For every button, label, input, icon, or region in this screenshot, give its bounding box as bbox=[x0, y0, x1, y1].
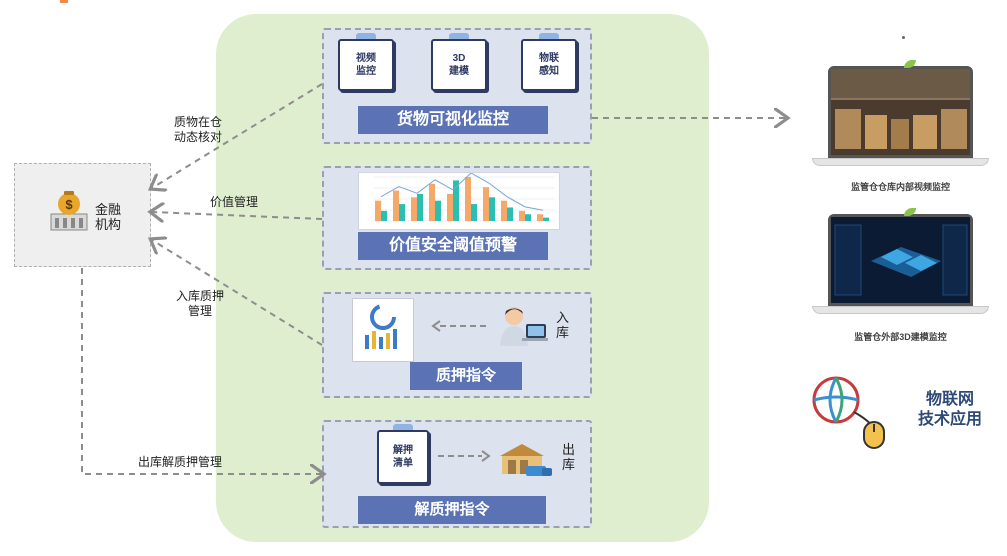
chart-bar bbox=[393, 190, 399, 221]
chart-bar bbox=[501, 200, 507, 221]
arrow-finance-to-release bbox=[81, 268, 322, 474]
laptop-base-2 bbox=[812, 306, 989, 314]
chart-bar bbox=[507, 207, 513, 221]
chart-bar bbox=[525, 214, 531, 221]
chart-trend-line bbox=[380, 172, 544, 211]
chart-bar bbox=[519, 210, 525, 221]
video-clip-label: 视频 监控 bbox=[338, 39, 394, 91]
release-clip-label: 解押 清单 bbox=[377, 430, 429, 484]
chart-bar bbox=[417, 193, 423, 221]
value-warning-title: 价值安全阈值预警 bbox=[358, 232, 548, 260]
laptop-screen-1 bbox=[828, 66, 973, 158]
leaf-icon-2 bbox=[904, 208, 916, 216]
chart-bar bbox=[453, 180, 459, 221]
chart-bar bbox=[543, 217, 549, 221]
svg-text:$: $ bbox=[65, 197, 73, 212]
arrow-label-1: 质物在仓 动态核对 bbox=[174, 115, 223, 144]
iot-title: 物联网 技术应用 bbox=[917, 391, 982, 428]
caption-2: 监管仓外部3D建模监控 bbox=[854, 332, 947, 342]
iot-clip-card: 物联 感知 bbox=[521, 33, 577, 93]
chart-bar bbox=[429, 183, 435, 221]
release-clip-card: 解押 清单 bbox=[377, 424, 429, 486]
arrow-pledge-to-finance bbox=[152, 240, 323, 346]
chart-bar bbox=[435, 200, 441, 221]
report-chart-icon bbox=[365, 304, 397, 349]
chart-bar bbox=[447, 193, 453, 221]
iot-clip-label: 物联 感知 bbox=[521, 39, 577, 91]
chart-bar bbox=[471, 204, 477, 221]
finance-label: 金融 机构 bbox=[95, 202, 122, 232]
warehouse-interior-image bbox=[831, 69, 970, 155]
arrow-value-to-finance bbox=[152, 212, 323, 219]
visual-monitor-title: 货物可视化监控 bbox=[358, 106, 548, 134]
edge-fragment bbox=[60, 0, 68, 3]
laptop-3d-model bbox=[808, 208, 993, 318]
dot-mark bbox=[902, 36, 905, 39]
chart-bar bbox=[465, 177, 471, 221]
release-out-label: 出 库 bbox=[562, 442, 576, 472]
financial-institution-box: $ 金融 机构 bbox=[14, 163, 151, 267]
report-thumbnail bbox=[352, 298, 414, 362]
chart-bar bbox=[399, 204, 405, 221]
globe-mouse-icon bbox=[812, 376, 885, 449]
chart-bar bbox=[381, 210, 387, 221]
arrow-label-2: 价值管理 bbox=[210, 195, 259, 209]
chart-bar bbox=[483, 187, 489, 221]
laptop-warehouse-video bbox=[808, 60, 993, 170]
3d-clip-card: 3D 建模 bbox=[431, 33, 487, 93]
arrow-label-3: 入库质押 管理 bbox=[176, 289, 225, 318]
chart-bar bbox=[411, 197, 417, 221]
release-title: 解质押指令 bbox=[358, 496, 546, 524]
value-chart-frame bbox=[358, 172, 560, 230]
warehouse-truck-icon bbox=[500, 444, 552, 476]
video-clip-card: 视频 监控 bbox=[338, 33, 394, 93]
3d-model-image bbox=[831, 217, 970, 303]
arrow-visual-to-finance bbox=[152, 83, 323, 188]
chart-bar bbox=[489, 197, 495, 221]
laptop-screen-2 bbox=[828, 214, 973, 306]
bank-money-bag-icon: $ bbox=[50, 191, 88, 231]
release-arrow bbox=[438, 450, 491, 462]
pledge-title: 质押指令 bbox=[410, 362, 522, 390]
person-laptop-icon bbox=[500, 307, 548, 346]
laptop-base-1 bbox=[812, 158, 989, 166]
chart-bar bbox=[537, 214, 543, 221]
caption-1: 监管仓仓库内部视频监控 bbox=[850, 182, 950, 192]
pledge-in-label: 入 库 bbox=[556, 310, 570, 340]
chart-bar bbox=[375, 200, 381, 221]
leaf-icon bbox=[904, 60, 916, 68]
value-bar-chart bbox=[373, 172, 555, 222]
pledge-arrow bbox=[431, 320, 488, 332]
3d-clip-label: 3D 建模 bbox=[431, 39, 487, 91]
arrow-label-4: 出库解质押管理 bbox=[138, 455, 223, 469]
